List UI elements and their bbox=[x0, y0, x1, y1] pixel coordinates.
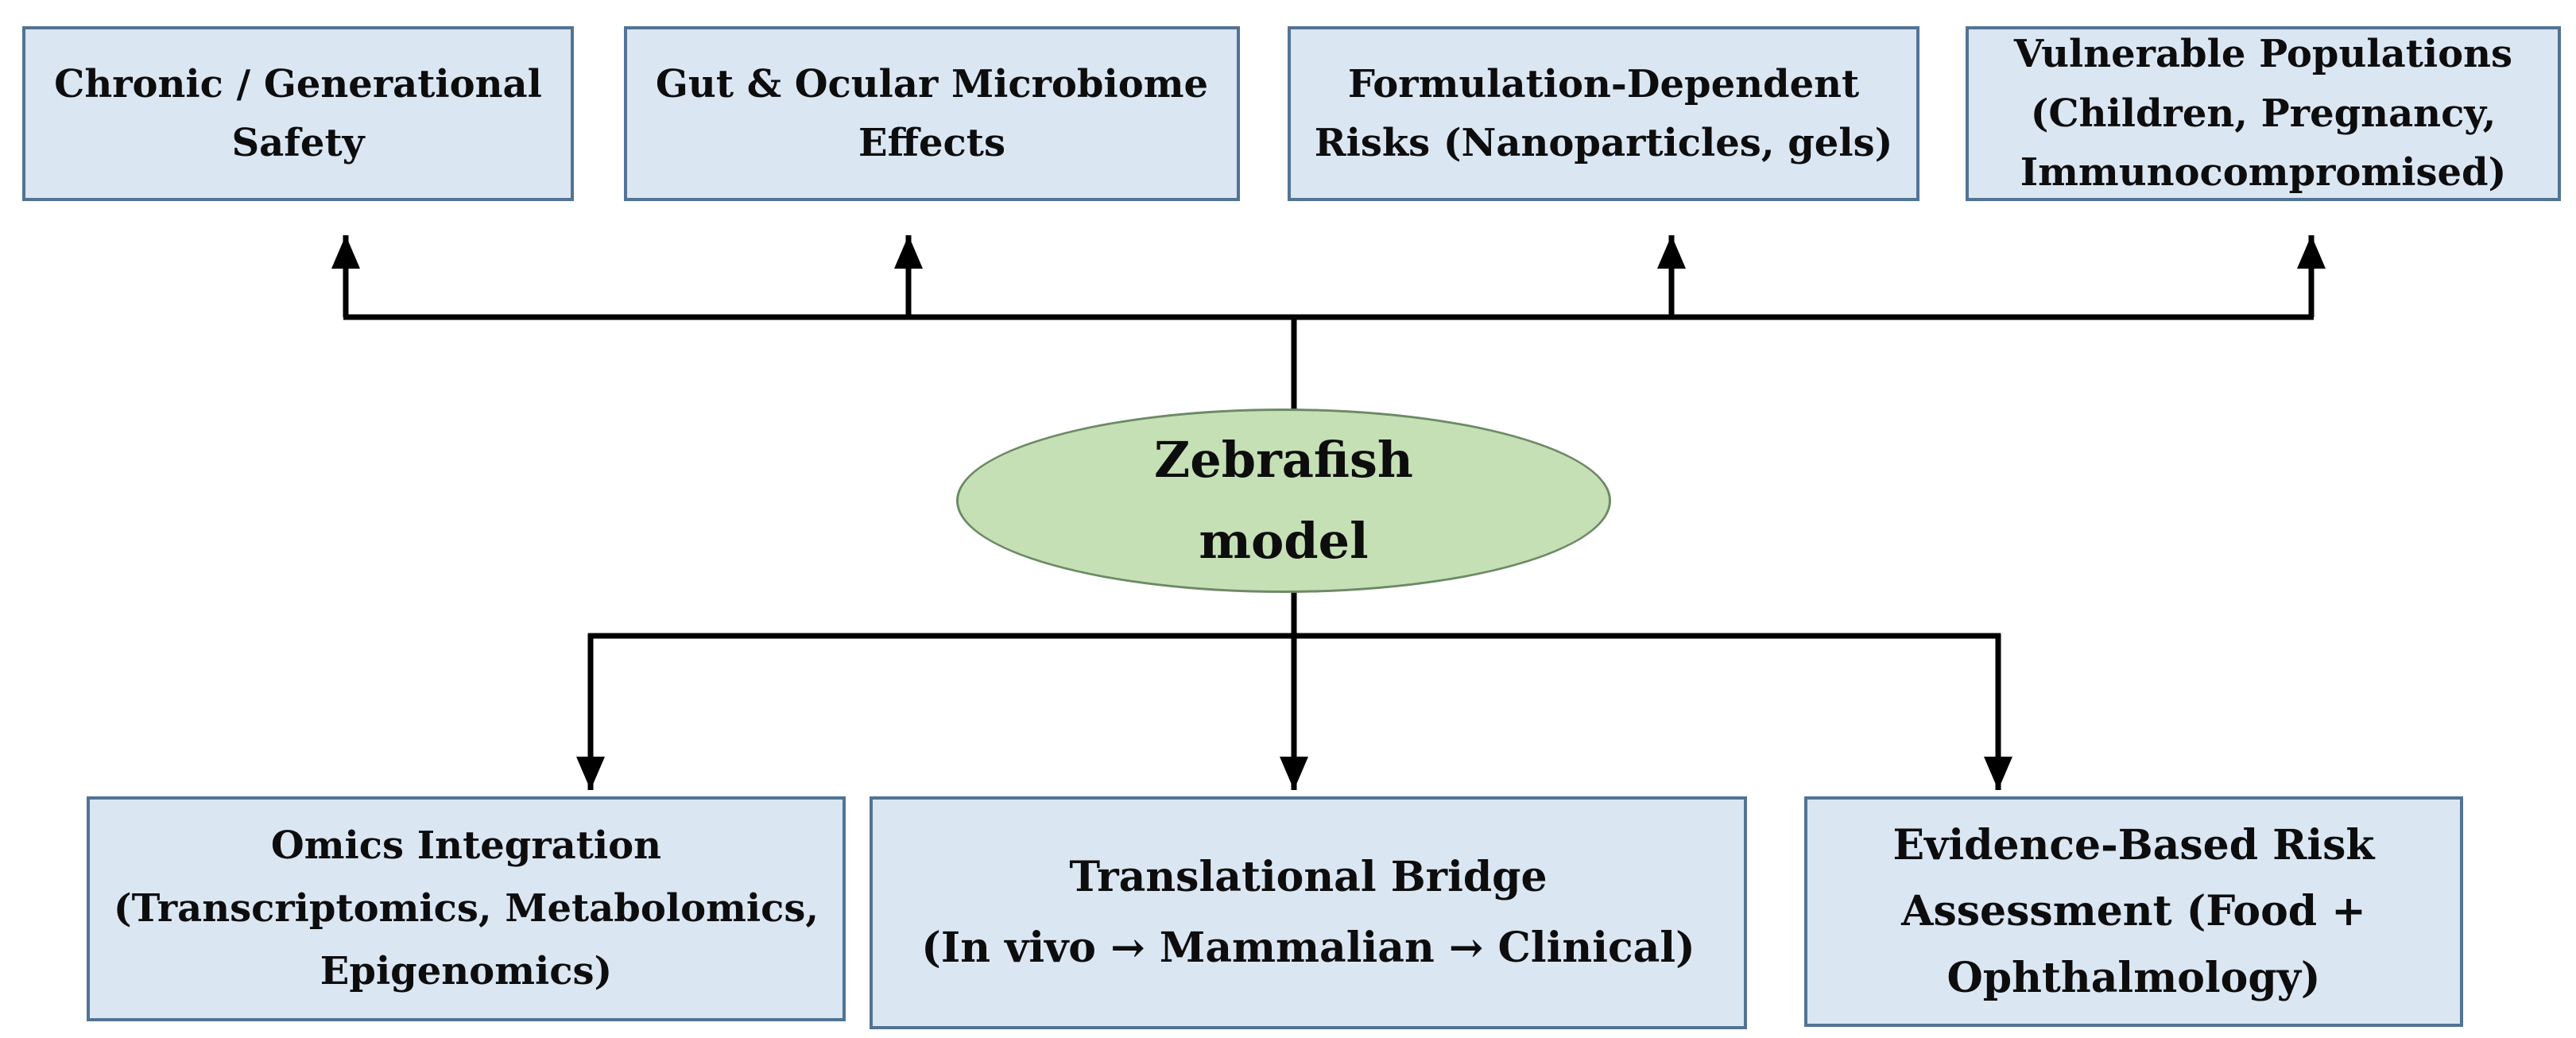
node-evidence-based-risk-assessment: Evidence-Based Risk Assessment (Food + O… bbox=[1804, 796, 2463, 1027]
node-omics-integration: Omics Integration (Transcriptomics, Meta… bbox=[87, 796, 846, 1021]
node-vulnerable-populations: Vulnerable Populations (Children, Pregna… bbox=[1966, 26, 2561, 201]
node-gut-ocular-microbiome-effects: Gut & Ocular Microbiome Effects bbox=[624, 26, 1240, 201]
node-chronic-generational-safety: Chronic / Generational Safety bbox=[22, 26, 574, 201]
node-zebrafish-model: Zebrafish model bbox=[956, 409, 1611, 593]
node-translational-bridge: Translational Bridge (In vivo → Mammalia… bbox=[870, 796, 1747, 1029]
node-formulation-dependent-risks: Formulation-Dependent Risks (Nanoparticl… bbox=[1288, 26, 1919, 201]
